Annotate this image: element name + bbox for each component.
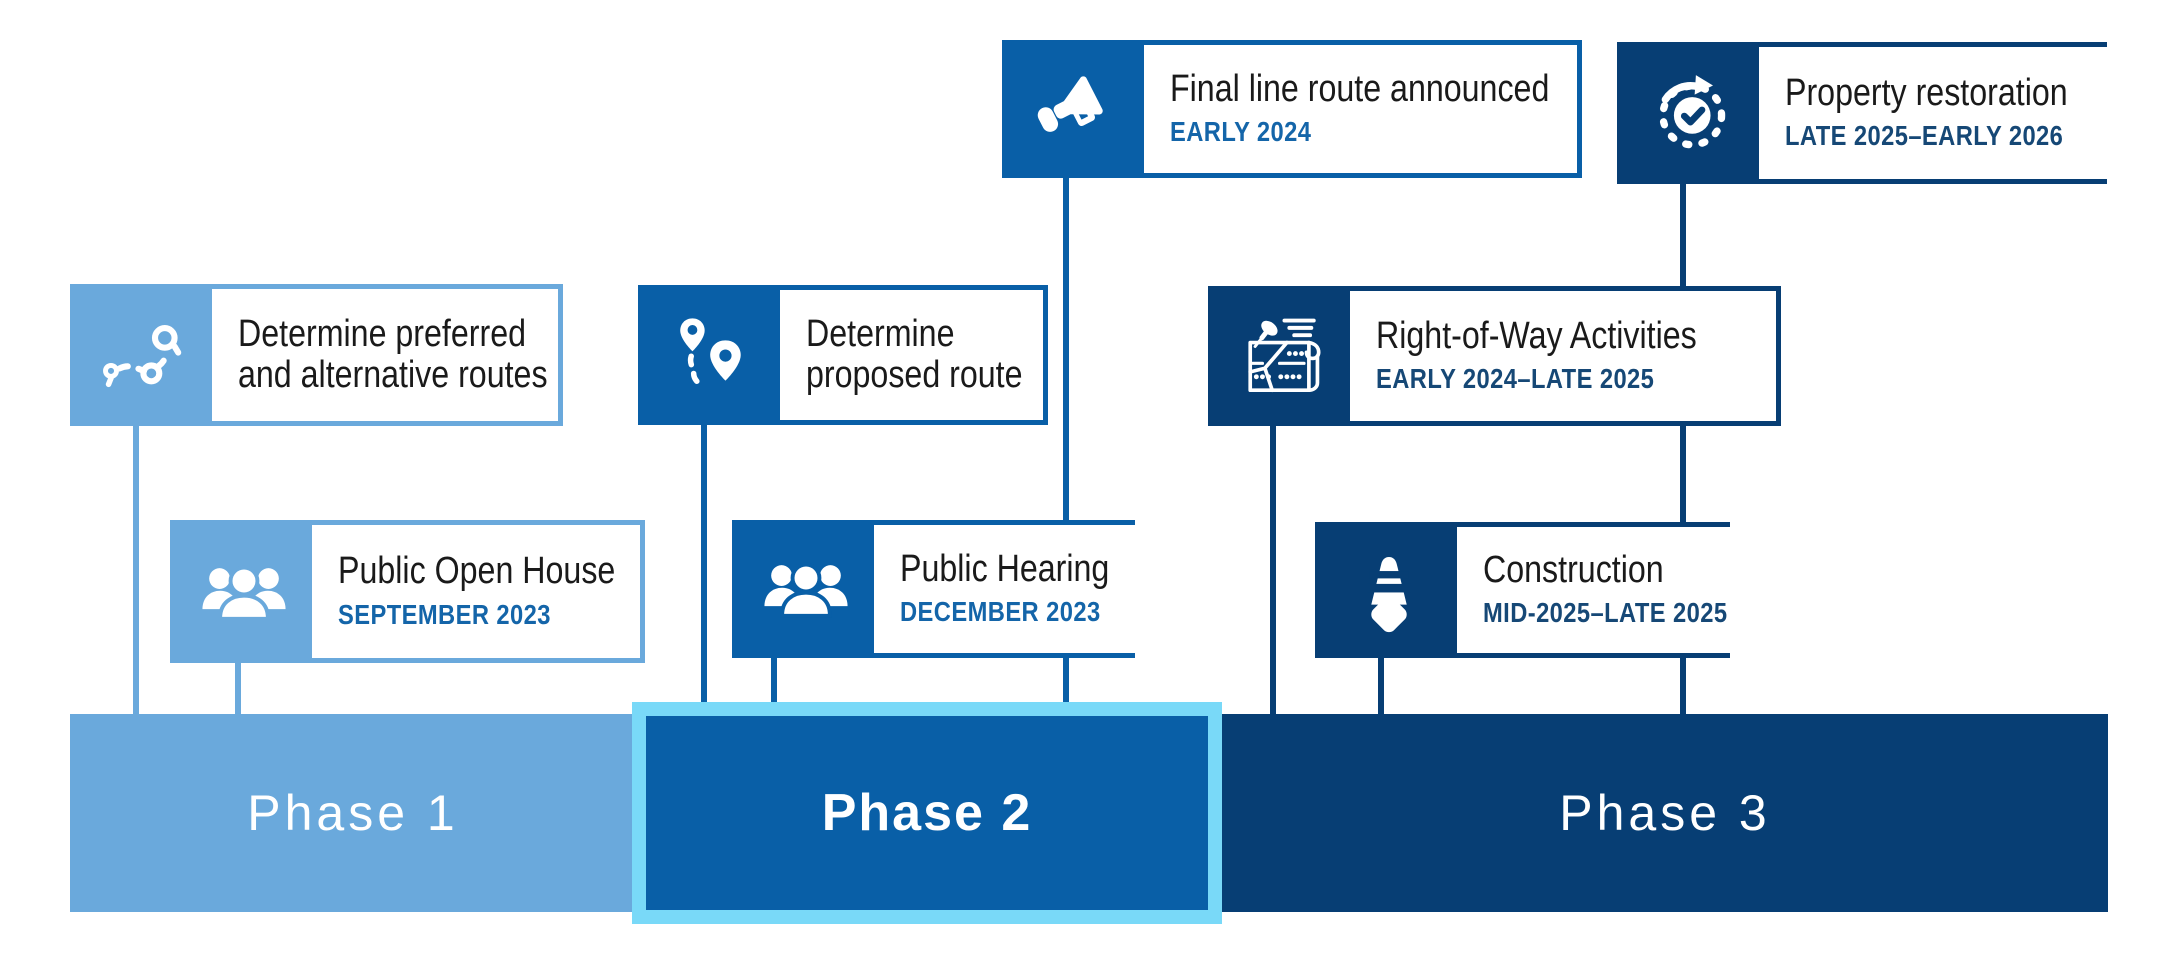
phase-2-highlight-frame: Phase 2: [632, 702, 1222, 924]
milestone-date: DECEMBER 2023: [900, 596, 1101, 628]
card-text: Final line route announced EARLY 2024: [1144, 45, 1577, 173]
milestone-title: Final line route announced: [1170, 67, 1550, 110]
milestone-card-open-house: Public Open House SEPTEMBER 2023: [170, 520, 645, 663]
milestone-card-public-hearing: Public Hearing DECEMBER 2023: [732, 520, 1143, 658]
people-group-icon: [175, 525, 312, 658]
card-text: Public Open House SEPTEMBER 2023: [312, 525, 640, 658]
milestone-title: Right-of-Way Activities: [1376, 314, 1697, 357]
milestone-card-proposed-route: Determine proposed route: [638, 285, 1048, 425]
card-text: Determine preferred and alternative rout…: [212, 289, 558, 421]
milestone-card-final-route: Final line route announced EARLY 2024: [1002, 40, 1582, 178]
milestone-title: Construction: [1483, 548, 1664, 591]
route-options-icon: [75, 289, 212, 421]
card-text: Construction MID-2025–LATE 2025: [1457, 527, 1778, 653]
connector-final-route: [1063, 172, 1069, 718]
phase-1-label: Phase 1: [247, 785, 459, 841]
progress-check-icon: [1622, 47, 1759, 179]
survey-map-icon: [1213, 291, 1350, 421]
milestone-title: Property restoration: [1785, 71, 2068, 114]
connector-construction: [1378, 650, 1384, 720]
milestone-title: Determine preferred and alternative rout…: [238, 312, 548, 396]
connector-right-of-way: [1270, 418, 1276, 720]
phase-3-label: Phase 3: [1559, 785, 1771, 841]
phase-3-bar: Phase 3: [1222, 714, 2108, 912]
connector-property-restoration: [1680, 180, 1686, 720]
connector-public-hearing: [771, 650, 777, 720]
card-text: Right-of-Way Activities EARLY 2024–LATE …: [1350, 291, 1776, 421]
milestone-card-preferred-routes: Determine preferred and alternative rout…: [70, 284, 563, 426]
connector-proposed-route: [701, 418, 707, 718]
connector-open-house: [235, 655, 241, 725]
milestone-title: Public Hearing: [900, 547, 1110, 590]
card-text: Determine proposed route: [780, 290, 1043, 420]
milestone-title: Determine proposed route: [806, 312, 1023, 396]
milestone-card-property-restoration: Property restoration LATE 2025–EARLY 202…: [1617, 42, 2120, 184]
milestone-date: SEPTEMBER 2023: [338, 598, 551, 630]
phase-2-label: Phase 2: [821, 784, 1033, 842]
phase-2-bar: Phase 2: [646, 716, 1208, 910]
milestone-date: MID-2025–LATE 2025: [1483, 597, 1728, 629]
milestone-date: LATE 2025–EARLY 2026: [1785, 120, 2064, 152]
card-text: Property restoration LATE 2025–EARLY 202…: [1759, 47, 2120, 179]
milestone-date: EARLY 2024–LATE 2025: [1376, 363, 1655, 395]
milestone-card-right-of-way: Right-of-Way Activities EARLY 2024–LATE …: [1208, 286, 1781, 426]
milestone-card-construction: Construction MID-2025–LATE 2025: [1315, 522, 1778, 658]
card-text: Public Hearing DECEMBER 2023: [874, 525, 1143, 653]
connector-preferred-routes: [133, 420, 139, 720]
people-group-icon: [737, 525, 874, 653]
milestone-title: Public Open House: [338, 550, 616, 593]
traffic-cone-icon: [1320, 527, 1457, 653]
megaphone-icon: [1007, 45, 1144, 173]
phase-1-bar: Phase 1: [70, 714, 636, 912]
milestone-date: EARLY 2024: [1170, 116, 1312, 148]
map-pins-route-icon: [643, 290, 780, 420]
